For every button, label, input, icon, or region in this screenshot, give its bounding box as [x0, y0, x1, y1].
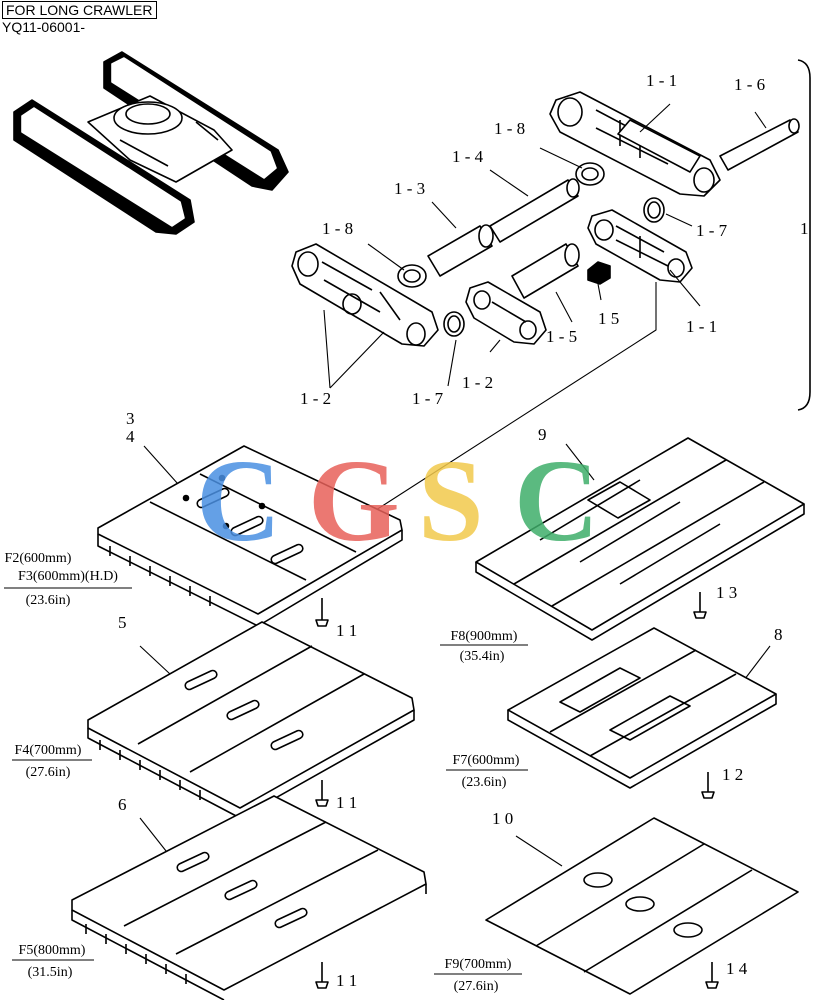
label-f4-inches: (27.6in)	[26, 765, 71, 780]
callout-1-6: 1 - 6	[734, 75, 765, 94]
shoe-f8-illustration	[475, 437, 805, 641]
callout-labels: 1 - 1 1 - 6 1 - 8 1 - 4 1 - 3 1 - 8 1 - …	[118, 71, 809, 990]
seals-and-nut	[397, 162, 665, 337]
watermark-letter-c1: C	[196, 435, 281, 566]
diagram-title: FOR LONG CRAWLER	[2, 1, 157, 19]
track-link-right-upper	[549, 91, 721, 197]
shoe-f7-illustration	[507, 627, 777, 789]
assembly-bracket	[797, 59, 811, 411]
crawler-undercarriage-illustration	[13, 51, 289, 235]
label-f4: F4(700mm)	[15, 743, 82, 758]
callout-assembly-1: 1	[800, 219, 809, 238]
label-f3-inches: (23.6in)	[26, 593, 71, 608]
watermark-letter-s: S	[418, 435, 484, 566]
track-link-left-pair	[291, 243, 439, 347]
label-f7: F7(600mm)	[453, 753, 520, 768]
callout-9: 9	[538, 425, 547, 444]
callout-1-4: 1 - 4	[452, 147, 484, 166]
callout-5: 5	[118, 613, 127, 632]
callout-1-7-mid: 1 - 7	[412, 389, 444, 408]
label-f2: F2(600mm)	[5, 551, 72, 566]
shoe-f5-illustration	[71, 795, 427, 1000]
shoe-f4-illustration	[87, 621, 415, 819]
watermark-logo: C G S C	[196, 435, 599, 566]
label-f9: F9(700mm)	[445, 957, 512, 972]
callout-1-2-left: 1 - 2	[300, 389, 331, 408]
bolt-f5	[315, 962, 329, 989]
label-f9-inches: (27.6in)	[454, 979, 499, 994]
callout-1-1-top: 1 - 1	[646, 71, 677, 90]
label-f8: F8(900mm)	[451, 629, 518, 644]
shoe-size-labels: F2(600mm) F3(600mm)(H.D) (23.6in) F4(700…	[5, 551, 520, 994]
watermark-letter-c2: C	[514, 435, 599, 566]
callout-1-8-top: 1 - 8	[494, 119, 525, 138]
bolt-f7	[701, 772, 715, 799]
callout-12: 1 2	[722, 765, 743, 784]
callout-1-1-bottom: 1 - 1	[686, 317, 717, 336]
callout-11-b: 1 1	[336, 793, 357, 812]
diagram-code: YQ11-06001-	[2, 19, 86, 35]
bolt-f9	[705, 962, 719, 989]
callout-3: 3	[126, 409, 135, 428]
callout-13: 1 3	[716, 583, 737, 602]
callout-1-7-right: 1 - 7	[696, 221, 728, 240]
bolt-f2	[315, 598, 329, 627]
callout-8: 8	[774, 625, 783, 644]
callout-10: 1 0	[492, 809, 513, 828]
callout-11-a: 1 1	[336, 621, 357, 640]
bolt-f8	[693, 592, 707, 619]
leader-lines	[139, 103, 771, 867]
callout-6: 6	[118, 795, 127, 814]
callout-1-2-mid: 1 - 2	[462, 373, 493, 392]
label-f7-inches: (23.6in)	[462, 775, 507, 790]
callout-11-c: 1 1	[336, 971, 357, 990]
label-f5-inches: (31.5in)	[28, 965, 73, 980]
label-underlines	[4, 587, 528, 975]
label-f8-inches: (35.4in)	[460, 649, 505, 664]
bolt-f4	[315, 780, 329, 807]
label-f5: F5(800mm)	[19, 943, 86, 958]
label-f3: F3(600mm)(H.D)	[18, 569, 118, 584]
callout-4: 4	[126, 427, 135, 446]
callout-14: 1 4	[726, 959, 748, 978]
callout-1-8-left: 1 - 8	[322, 219, 353, 238]
callout-15: 1 5	[598, 309, 619, 328]
track-link-middle	[465, 281, 547, 345]
shoe-f9-illustration	[485, 817, 799, 995]
callout-1-3: 1 - 3	[394, 179, 425, 198]
callout-1-5: 1 - 5	[546, 327, 577, 346]
track-pins-and-bushings	[427, 118, 800, 299]
watermark-letter-g: G	[308, 435, 400, 566]
